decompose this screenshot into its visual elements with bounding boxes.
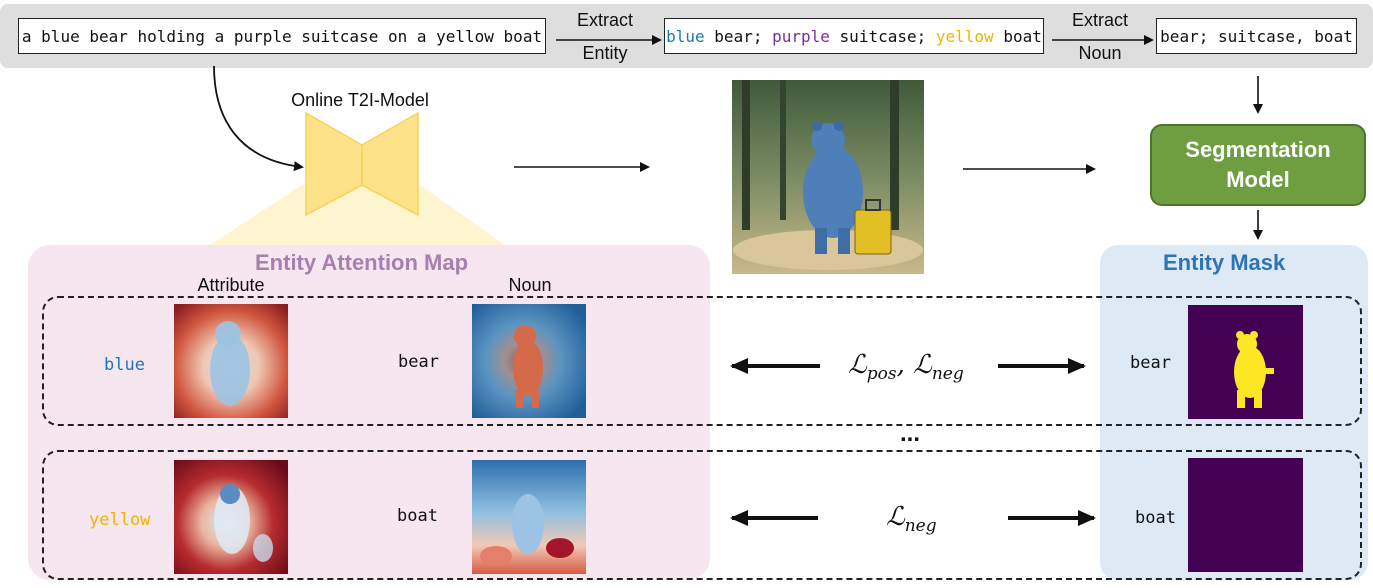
attention-map-bear <box>472 304 586 418</box>
row1-loss: ℒpos, ℒneg <box>848 350 964 385</box>
entity-box: blue bear; purple suitcase; yellow boat <box>664 18 1044 54</box>
entity-sep: ; <box>916 27 927 46</box>
segmentation-model: Segmentation Model <box>1150 124 1366 206</box>
row1-mask-noun: bear <box>1130 353 1171 373</box>
entity-yellow-attr: yellow <box>935 27 994 46</box>
entity-purple-attr: purple <box>772 27 830 46</box>
t2i-decoder-shape <box>361 111 419 217</box>
mask-panel-title: Entity Mask <box>1163 250 1286 275</box>
entity-suitcase-noun: suitcase <box>839 27 917 46</box>
extract-label-line2: Entity <box>582 43 628 63</box>
mask-boat <box>1188 458 1303 572</box>
attention-map-boat <box>472 460 586 574</box>
attention-panel-title: Entity Attention Map <box>255 250 469 275</box>
noun-box: bear; suitcase, boat <box>1156 18 1357 54</box>
attribute-column-header: Attribute <box>197 275 265 295</box>
row2-attribute: yellow <box>89 510 151 530</box>
attention-map-blue <box>174 304 288 418</box>
noun-column-header: Noun <box>508 275 552 295</box>
extract-entity-label: Extract Entity <box>560 10 650 64</box>
row-blue-bear <box>42 296 1362 426</box>
ellipsis: ... <box>900 420 921 447</box>
attention-panel <box>28 245 710 580</box>
t2i-model-label: Online T2I-Model <box>291 90 429 110</box>
row2-mask-noun: boat <box>1135 508 1176 528</box>
row1-attribute: blue <box>104 355 145 375</box>
row-yellow-boat <box>42 450 1362 580</box>
seg-label-line2: Model <box>1226 167 1290 192</box>
extract-label-line1: Extract <box>576 10 633 30</box>
entity-sep: ; <box>752 27 763 46</box>
row2-loss: ℒneg <box>886 502 937 537</box>
prompt-text: a blue bear holding a purple suitcase on… <box>21 27 543 46</box>
mask-bear <box>1188 305 1303 419</box>
extract-noun-label: Extract Noun <box>1055 10 1145 64</box>
entity-boat-noun: boat <box>1003 27 1042 46</box>
attention-cone <box>210 185 505 245</box>
entity-blue-attr: blue <box>666 27 705 46</box>
prompt-box: a blue bear holding a purple suitcase on… <box>18 18 546 54</box>
row2-noun: boat <box>397 506 438 526</box>
nouns-text: bear; suitcase, boat <box>1160 27 1353 46</box>
entity-bear-noun: bear <box>714 27 753 46</box>
seg-label-line1: Segmentation <box>1185 137 1331 162</box>
generated-image <box>732 80 924 274</box>
prompt-to-model-arrow <box>213 65 304 172</box>
extract-noun-line2: Noun <box>1078 43 1122 63</box>
extract-noun-line1: Extract <box>1071 10 1128 30</box>
attention-map-yellow <box>174 460 288 574</box>
row1-noun: bear <box>398 352 439 372</box>
